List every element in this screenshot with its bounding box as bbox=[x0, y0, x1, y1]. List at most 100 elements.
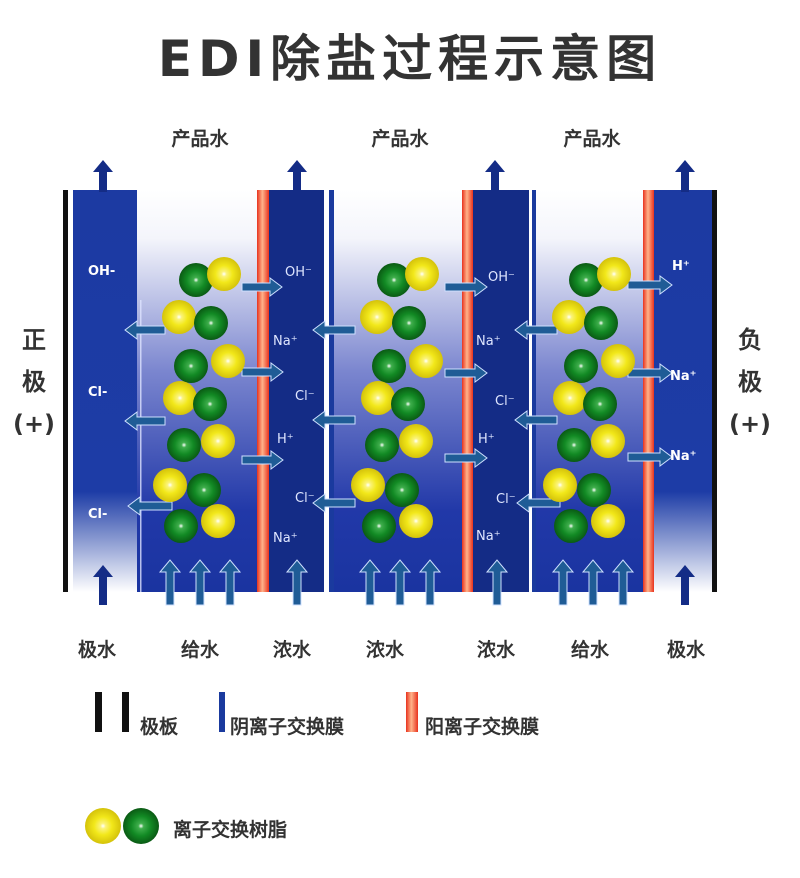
ion-label: Na⁺ bbox=[670, 369, 697, 384]
arrow-right-icon bbox=[444, 448, 488, 468]
arrow-right-icon bbox=[627, 363, 673, 383]
yellow-resin-bead bbox=[351, 468, 385, 502]
bottom-label-electrode-water: 极水 bbox=[667, 638, 706, 661]
arrow-left-icon bbox=[312, 410, 356, 430]
bottom-label-feed-water: 给水 bbox=[181, 638, 220, 661]
cathode-label-line1: 负 bbox=[738, 326, 762, 354]
green-resin-bead bbox=[167, 428, 201, 462]
arrow-up-icon bbox=[287, 160, 307, 192]
concentrate-chamber-1 bbox=[269, 190, 324, 592]
product-water-label: 产品水 bbox=[563, 127, 621, 150]
concentrate-2-ions: OH⁻ Na⁺ Cl⁻ H⁺ Cl⁻ Na⁺ bbox=[476, 270, 516, 544]
yellow-resin-bead bbox=[360, 300, 394, 334]
cation-membrane bbox=[257, 190, 269, 592]
arrow-left-icon bbox=[124, 320, 166, 340]
concentrate-1-ions: OH⁻ Na⁺ Cl⁻ H⁺ Cl⁻ Na⁺ bbox=[273, 265, 315, 546]
green-resin-bead bbox=[564, 349, 598, 383]
ion-label: H⁺ bbox=[478, 432, 495, 447]
yellow-resin-bead bbox=[552, 300, 586, 334]
anode-label-line1: 正 bbox=[22, 326, 46, 354]
yellow-resin-bead bbox=[163, 381, 197, 415]
arrow-up-icon bbox=[418, 559, 442, 606]
green-resin-bead bbox=[362, 509, 396, 543]
green-resin-bead bbox=[194, 306, 228, 340]
yellow-resin-bead bbox=[201, 424, 235, 458]
yellow-resin-icon bbox=[85, 808, 121, 844]
ion-label: Cl⁻ bbox=[295, 389, 315, 404]
flow-arrows bbox=[93, 160, 695, 606]
yellow-resin-bead bbox=[153, 468, 187, 502]
arrow-left-icon bbox=[127, 496, 173, 516]
anode-ions: OH- Cl- Cl- bbox=[88, 264, 115, 522]
cathode-label-line3: (+) bbox=[729, 410, 771, 438]
arrow-up-icon bbox=[581, 559, 605, 606]
green-resin-bead bbox=[372, 349, 406, 383]
arrow-left-icon bbox=[516, 493, 561, 513]
ion-label: H⁺ bbox=[672, 259, 690, 274]
green-resin-bead bbox=[179, 263, 213, 297]
bottom-label-concentrate: 浓水 bbox=[477, 639, 516, 661]
cathode-ions: H⁺ Na⁺ Na⁺ bbox=[670, 259, 697, 464]
yellow-resin-bead bbox=[597, 257, 631, 291]
green-resin-bead bbox=[583, 387, 617, 421]
cation-membrane-swatch bbox=[406, 692, 418, 732]
green-resin-bead bbox=[187, 473, 221, 507]
resin-beads bbox=[153, 257, 635, 543]
ion-label: OH⁻ bbox=[488, 270, 515, 285]
bottom-label-concentrate: 浓水 bbox=[366, 639, 405, 661]
ion-label: H⁺ bbox=[277, 432, 294, 447]
yellow-resin-bead bbox=[601, 344, 635, 378]
yellow-resin-bead bbox=[201, 504, 235, 538]
green-resin-bead bbox=[557, 428, 591, 462]
arrow-right-icon bbox=[444, 277, 488, 297]
cathode-label-line2: 极 bbox=[738, 368, 762, 396]
anode-label-line2: 极 bbox=[22, 368, 46, 396]
arrow-up-icon bbox=[158, 559, 182, 606]
green-resin-bead bbox=[584, 306, 618, 340]
ion-label: OH- bbox=[88, 264, 115, 279]
yellow-resin-bead bbox=[543, 468, 577, 502]
legend: 极板 阴离子交换膜 阳离子交换膜 离子交换树脂 bbox=[85, 692, 539, 844]
green-resin-bead bbox=[174, 349, 208, 383]
green-resin-bead bbox=[385, 473, 419, 507]
green-resin-bead bbox=[377, 263, 411, 297]
legend-cation-membrane: 阳离子交换膜 bbox=[425, 715, 539, 738]
ion-label: Na⁺ bbox=[273, 334, 298, 349]
yellow-resin-bead bbox=[553, 381, 587, 415]
arrow-right-icon bbox=[241, 362, 284, 382]
legend-electrode-plate: 极板 bbox=[140, 715, 179, 738]
arrow-left-icon bbox=[124, 411, 166, 431]
ion-label: Cl⁻ bbox=[496, 492, 516, 507]
yellow-resin-bead bbox=[591, 504, 625, 538]
anion-membrane bbox=[529, 190, 531, 592]
arrow-up-icon bbox=[93, 160, 113, 192]
green-resin-bead bbox=[391, 387, 425, 421]
arrow-up-icon bbox=[188, 559, 212, 606]
arrow-up-icon bbox=[485, 559, 509, 606]
concentrate-chamber-2 bbox=[473, 190, 529, 592]
arrow-up-icon bbox=[285, 559, 309, 606]
legend-anion-membrane: 阴离子交换膜 bbox=[230, 715, 344, 738]
bottom-label-electrode-water: 极水 bbox=[78, 638, 117, 661]
arrow-up-icon bbox=[675, 565, 695, 605]
yellow-resin-bead bbox=[399, 424, 433, 458]
arrow-left-icon bbox=[514, 320, 558, 340]
arrow-right-icon bbox=[627, 447, 673, 467]
arrow-right-icon bbox=[241, 277, 283, 297]
yellow-resin-bead bbox=[207, 257, 241, 291]
legend-resin: 离子交换树脂 bbox=[173, 818, 287, 841]
yellow-resin-bead bbox=[361, 381, 395, 415]
ion-label: Cl⁻ bbox=[495, 394, 515, 409]
anion-membrane-swatch bbox=[219, 692, 225, 732]
ion-label: Cl⁻ bbox=[295, 491, 315, 506]
arrow-up-icon bbox=[551, 559, 575, 606]
arrow-up-icon bbox=[93, 565, 113, 605]
bottom-label-concentrate: 浓水 bbox=[273, 639, 312, 661]
yellow-resin-bead bbox=[405, 257, 439, 291]
anode-chamber bbox=[73, 190, 137, 592]
cation-membrane bbox=[643, 190, 654, 592]
anode-label-line3: (+) bbox=[13, 410, 55, 438]
green-resin-bead bbox=[392, 306, 426, 340]
arrow-up-icon bbox=[675, 160, 695, 192]
anion-membrane bbox=[326, 190, 328, 592]
